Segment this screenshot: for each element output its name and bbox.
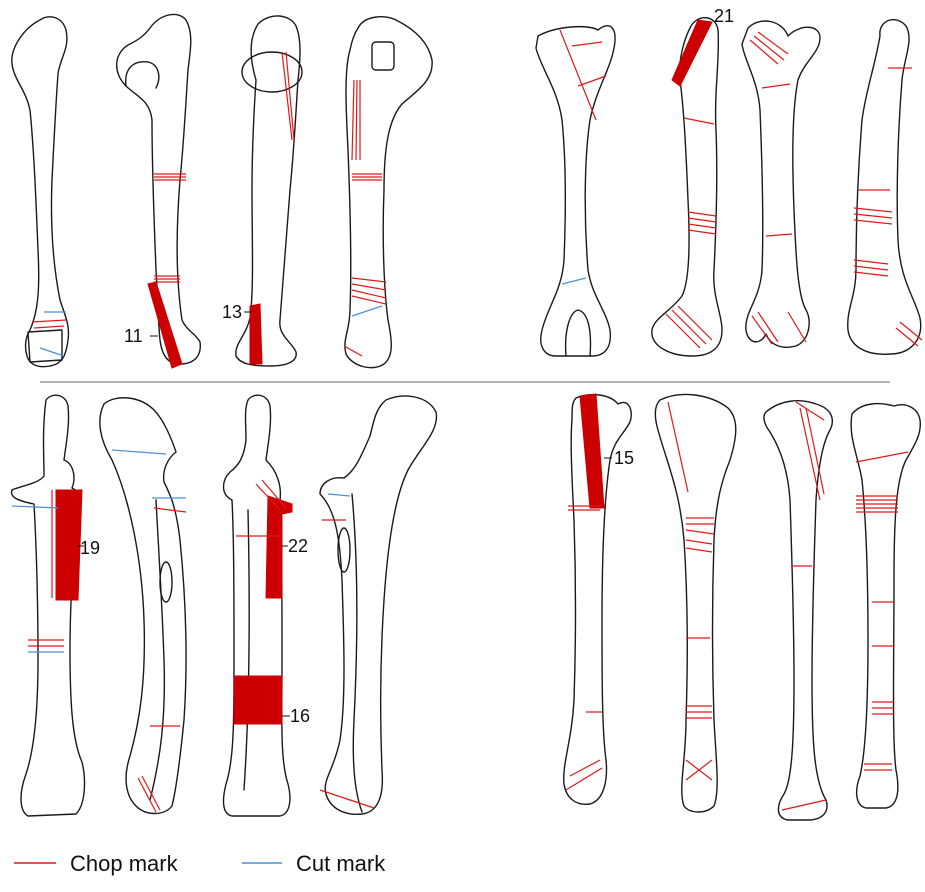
humerus-view-2 <box>117 14 201 368</box>
tibia-view-2 <box>655 394 736 812</box>
femur-view-4 <box>848 20 922 355</box>
label-15: 15 <box>614 448 634 468</box>
label-13: 13 <box>222 302 242 322</box>
radius-ulna-view-3 <box>224 395 293 816</box>
label-22: 22 <box>288 536 308 556</box>
femur-view-1 <box>536 26 615 356</box>
radius-ulna-view-2 <box>100 398 186 814</box>
femur-view-2 <box>652 18 722 356</box>
tibia-view-4 <box>851 404 920 808</box>
humerus-view-3 <box>236 16 302 366</box>
legend: Chop mark Cut mark <box>14 851 386 876</box>
humerus-view-1 <box>12 17 69 367</box>
humerus-view-4 <box>344 17 432 368</box>
legend-chop-label: Chop mark <box>70 851 179 876</box>
label-11: 11 <box>124 326 143 346</box>
label-21: 21 <box>714 6 734 26</box>
femur-view-3 <box>742 21 820 347</box>
radius-ulna-view-1 <box>12 395 85 816</box>
tibia-view-3 <box>764 401 832 820</box>
label-19: 19 <box>80 538 100 558</box>
radius-ulna-view-4 <box>320 396 437 814</box>
legend-cut-label: Cut mark <box>296 851 386 876</box>
label-16: 16 <box>290 706 310 726</box>
